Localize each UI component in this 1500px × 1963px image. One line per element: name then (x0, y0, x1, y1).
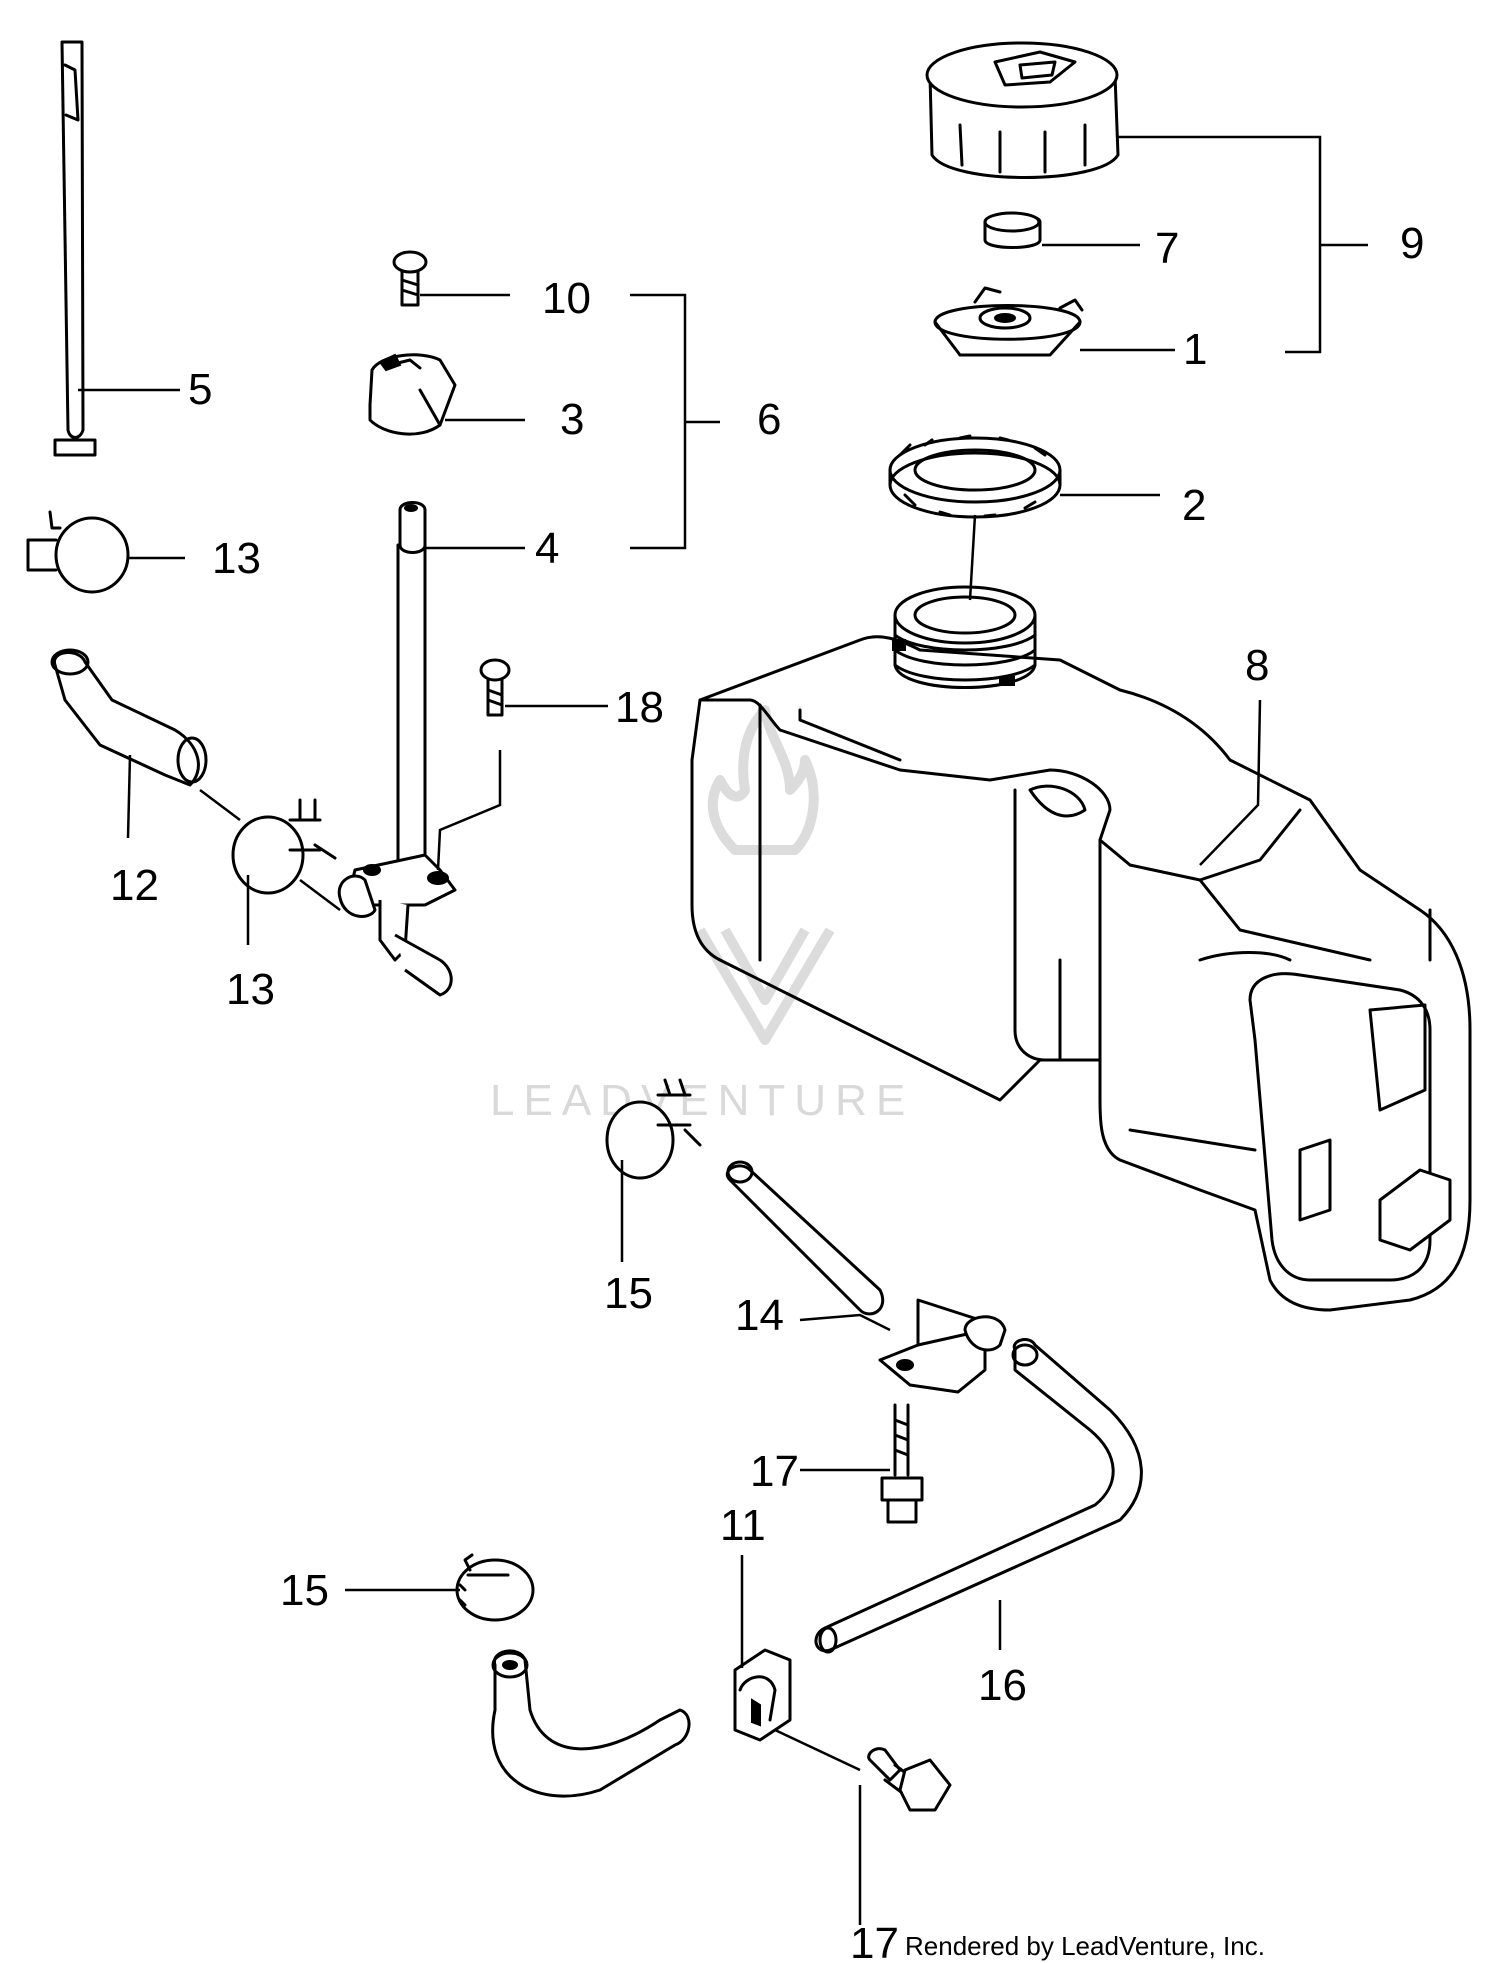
callout-2: 2 (1182, 481, 1206, 530)
callout-15-upper: 15 (604, 1269, 653, 1318)
callout-6: 6 (757, 395, 781, 444)
strainer-4 (396, 501, 427, 872)
bracket-14 (878, 1298, 1007, 1394)
fuel-tank (690, 585, 1472, 1312)
bolt-17-lower (867, 1747, 952, 1812)
callouts: 1 2 3 4 5 6 7 8 9 10 11 12 13 13 14 15 1… (110, 219, 1424, 1963)
callout-11: 11 (720, 1501, 766, 1550)
fuel-cock-body (337, 853, 457, 997)
clamp-15-lower (455, 1553, 535, 1622)
screw-10 (392, 250, 428, 307)
credit-text: Rendered by LeadVenture, Inc. (905, 1931, 1265, 1961)
callout-9: 9 (1400, 219, 1424, 268)
clamp-13-lower (231, 798, 337, 895)
callout-17-upper: 17 (750, 1447, 799, 1496)
callout-12: 12 (110, 861, 159, 910)
knob-3 (368, 353, 457, 436)
watermark-flame-icon (707, 705, 819, 855)
callout-5: 5 (188, 365, 212, 414)
clamp-13-upper (26, 510, 130, 594)
hose-lower (491, 1649, 691, 1798)
filter-5 (53, 40, 97, 457)
hose-12 (50, 648, 208, 787)
callout-4: 4 (535, 524, 559, 573)
cap-seal (983, 211, 1042, 249)
callout-8: 8 (1245, 641, 1269, 690)
screw-18 (479, 658, 511, 717)
hose-16 (814, 1338, 1143, 1654)
clip-11 (733, 1648, 792, 1742)
callout-16: 16 (978, 1661, 1027, 1710)
fuel-cap (925, 41, 1120, 179)
callout-13-lower: 13 (226, 965, 275, 1014)
callout-14: 14 (735, 1291, 784, 1340)
callout-13-upper: 13 (212, 534, 261, 583)
callout-3: 3 (560, 395, 584, 444)
callout-15-lower: 15 (280, 1566, 329, 1615)
leader-lines (78, 135, 1368, 1925)
callout-10: 10 (542, 274, 591, 323)
callout-1: 1 (1183, 325, 1207, 374)
watermark-text: LEADVENTURE (490, 1076, 914, 1125)
callout-7: 7 (1155, 224, 1179, 273)
cap-nut-ring (888, 434, 1062, 519)
pipe-short (726, 1160, 884, 1316)
bolt-17-upper (880, 1403, 924, 1524)
watermark-v-icon (695, 927, 835, 1045)
clamp-15-upper (605, 1078, 702, 1180)
callout-17-lower: 17 (850, 1919, 899, 1963)
callout-18: 18 (615, 683, 664, 732)
cap-gasket-plate (933, 286, 1084, 357)
watermark: LEADVENTURE (490, 705, 914, 1125)
